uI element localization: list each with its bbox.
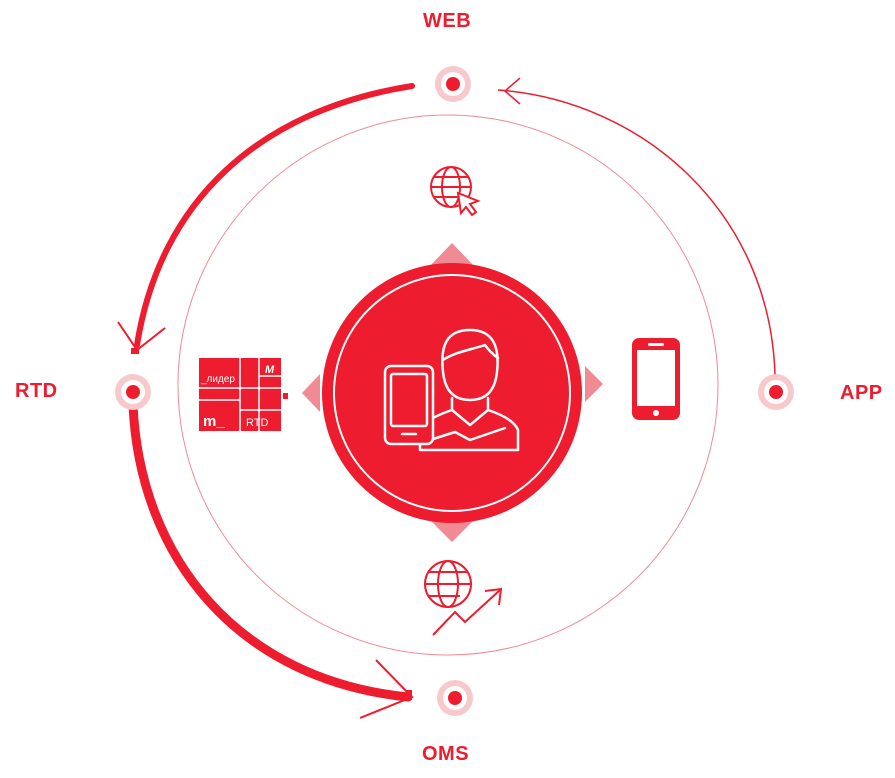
brand-logos-grid: _лидер M m_ RTD bbox=[199, 358, 288, 431]
arrow-tip-rtd bbox=[131, 348, 139, 354]
pointer-top bbox=[428, 243, 476, 268]
user-with-tablet-icon bbox=[383, 328, 520, 452]
arrow-app-to-web bbox=[497, 89, 776, 376]
brand-m-text: m_ bbox=[203, 413, 225, 430]
node-dot-rtd[interactable] bbox=[115, 374, 151, 410]
arrow-head-web-icon bbox=[503, 77, 521, 105]
node-label-app: APP bbox=[840, 382, 883, 404]
arrow-web-to-rtd bbox=[134, 83, 415, 348]
node-dot-oms[interactable] bbox=[437, 680, 473, 716]
smartphone-icon bbox=[632, 338, 680, 420]
globe-growth-icon bbox=[424, 560, 503, 637]
brand-lider-text: _лидер bbox=[200, 374, 235, 385]
node-label-web: WEB bbox=[423, 10, 472, 32]
pointer-bottom bbox=[428, 518, 476, 542]
globe-cursor-icon bbox=[430, 166, 481, 217]
brand-m-italic-text: M bbox=[265, 364, 275, 376]
brand-rtd-text: RTD bbox=[246, 417, 268, 429]
arrow-rtd-to-oms bbox=[128, 400, 413, 702]
pointer-right bbox=[585, 366, 603, 402]
node-dot-web[interactable] bbox=[435, 66, 471, 102]
node-label-oms: OMS bbox=[422, 743, 470, 765]
outer-ring bbox=[177, 114, 719, 656]
arrow-tip-oms bbox=[406, 690, 412, 700]
node-label-rtd: RTD bbox=[15, 380, 58, 402]
node-dot-app[interactable] bbox=[758, 374, 794, 410]
pointer-left bbox=[302, 374, 320, 412]
